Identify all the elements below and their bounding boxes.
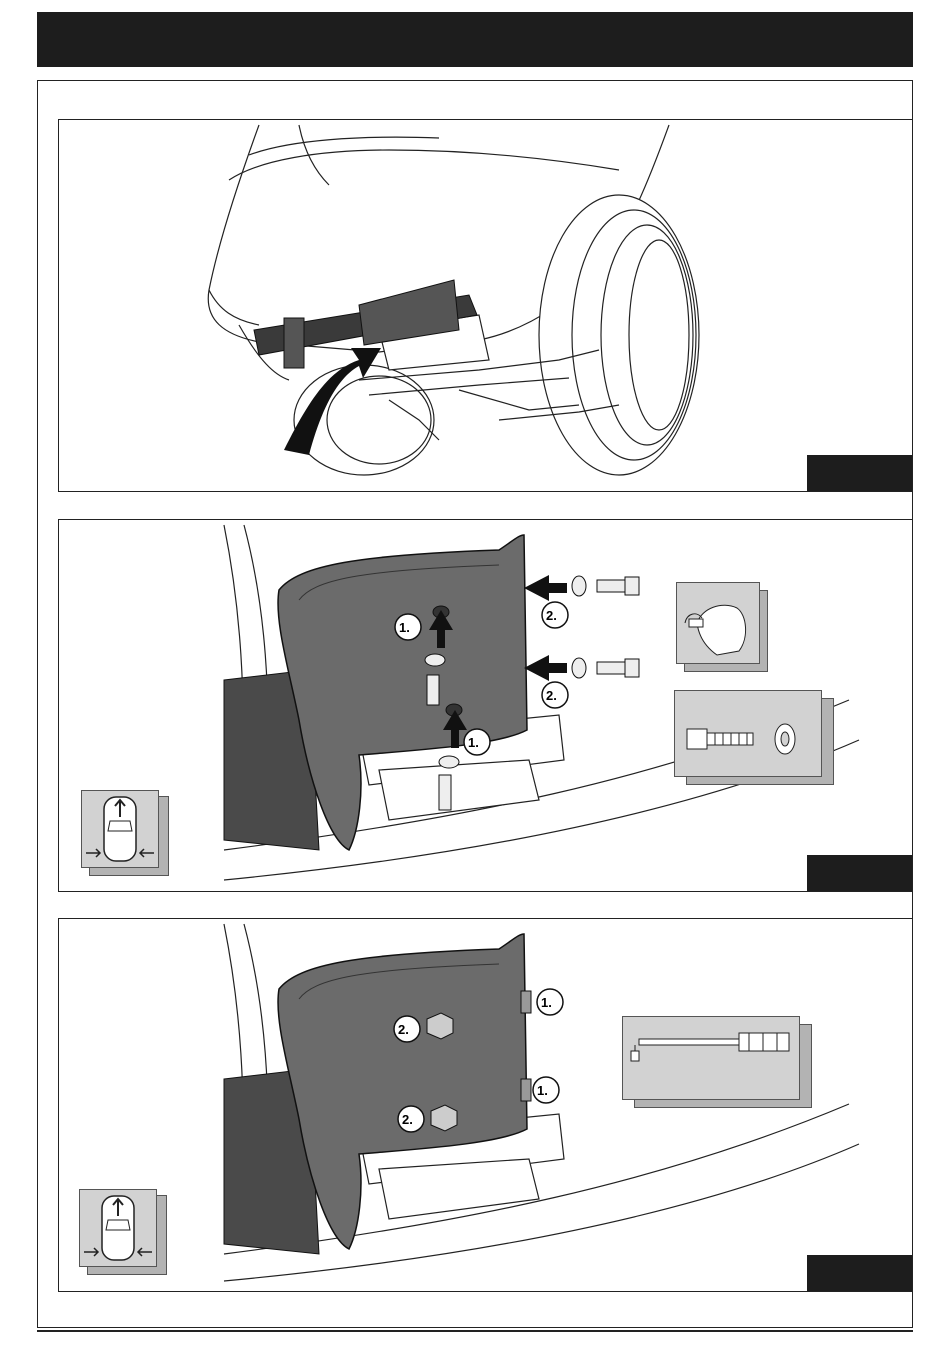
step-number-tab — [807, 455, 913, 492]
bolt-icon — [675, 691, 821, 776]
callout-label: 1. — [399, 620, 410, 635]
callout-label: 2. — [398, 1022, 409, 1037]
step-panel-2: 1. 1. 2. 2. — [58, 519, 913, 892]
torque-wrench-icon — [623, 1017, 799, 1099]
callout-label: 2. — [402, 1112, 413, 1127]
step-number-tab — [807, 1255, 913, 1292]
car-top-view-inset — [81, 790, 169, 874]
header-bar — [37, 12, 913, 67]
callout-label: 2. — [546, 688, 557, 703]
step-panel-3: 2. 2. 1. 1. — [58, 918, 913, 1292]
car-top-view-icon — [82, 791, 158, 867]
step-panel-1 — [58, 119, 913, 492]
bolt-washer-inset — [674, 690, 834, 785]
callout-label: 1. — [541, 995, 552, 1010]
bottom-rule — [37, 1330, 913, 1332]
callout-label: 1. — [468, 735, 479, 750]
callout-label: 2. — [546, 608, 557, 623]
hand-tighten-inset — [676, 582, 768, 672]
hand-icon — [677, 583, 759, 663]
car-underbody-illustration — [59, 120, 913, 492]
callout-label: 1. — [537, 1083, 548, 1098]
torque-wrench-inset — [622, 1016, 812, 1108]
step-number-tab — [807, 855, 913, 892]
car-top-view-icon — [80, 1190, 156, 1266]
car-top-view-inset — [79, 1189, 167, 1273]
